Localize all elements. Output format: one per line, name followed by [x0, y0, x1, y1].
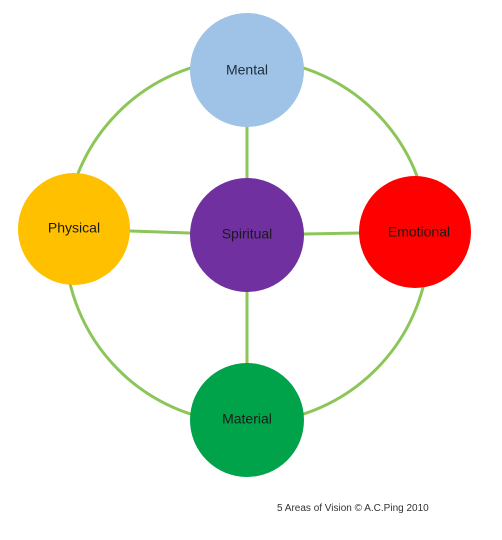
node-mental-label: Mental — [226, 62, 268, 78]
copyright-caption: 5 Areas of Vision © A.C.Ping 2010 — [277, 503, 429, 514]
node-material-circle — [190, 363, 304, 477]
node-emotional-circle — [359, 176, 471, 288]
node-physical: Physical — [18, 173, 130, 285]
node-emotional: Emotional — [359, 176, 471, 288]
node-material: Material — [190, 363, 304, 477]
node-mental: Mental — [190, 13, 304, 127]
node-spiritual: Spiritual — [190, 178, 304, 292]
node-spiritual-label: Spiritual — [222, 226, 273, 242]
node-material-label: Material — [222, 411, 272, 427]
node-mental-circle — [190, 13, 304, 127]
node-physical-label: Physical — [48, 220, 100, 236]
node-spiritual-circle — [190, 178, 304, 292]
node-physical-circle — [18, 173, 130, 285]
node-emotional-label: Emotional — [388, 224, 450, 240]
